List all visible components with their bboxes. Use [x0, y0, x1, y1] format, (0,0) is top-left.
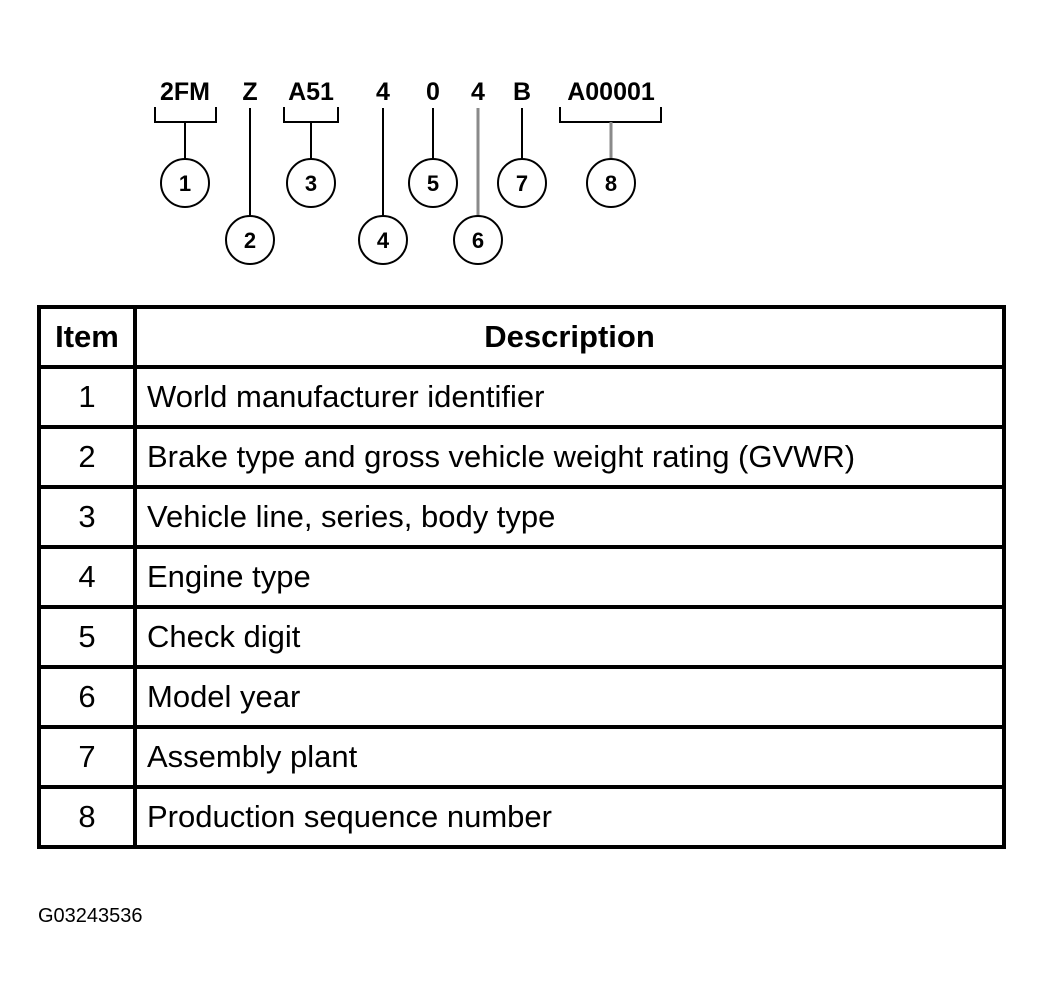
- item-cell: 7: [37, 725, 137, 789]
- item-cell: 4: [37, 545, 137, 609]
- vin-description-table: Item Description 1 World manufacturer id…: [37, 305, 1006, 849]
- callout-8-label: 8: [605, 171, 617, 196]
- callout-7: 7: [497, 158, 547, 208]
- vin-segment-7: B: [513, 78, 531, 106]
- table-row: 7 Assembly plant: [37, 725, 1006, 789]
- callout-6-label: 6: [472, 228, 484, 253]
- description-cell: World manufacturer identifier: [133, 365, 1006, 429]
- description-column-header: Description: [133, 305, 1006, 369]
- item-cell: 1: [37, 365, 137, 429]
- bracket-3: [283, 107, 339, 123]
- description-cell: Production sequence number: [133, 785, 1006, 849]
- callout-1-label: 1: [179, 171, 191, 196]
- callout-8: 8: [586, 158, 636, 208]
- callout-4-label: 4: [377, 228, 390, 253]
- table-row: 5 Check digit: [37, 605, 1006, 669]
- figure-id: G03243536: [38, 905, 143, 927]
- table-row: 8 Production sequence number: [37, 785, 1006, 849]
- vin-segment-8: A00001: [567, 78, 655, 106]
- callout-2: 2: [225, 215, 275, 265]
- vin-segment-2: Z: [242, 78, 257, 106]
- item-column-header: Item: [37, 305, 137, 369]
- item-cell: 2: [37, 425, 137, 489]
- callout-5-label: 5: [427, 171, 439, 196]
- vin-segment-1: 2FM: [160, 78, 210, 106]
- table-header-row: Item Description: [37, 305, 1006, 369]
- item-cell: 3: [37, 485, 137, 549]
- description-cell: Assembly plant: [133, 725, 1006, 789]
- description-cell: Vehicle line, series, body type: [133, 485, 1006, 549]
- description-cell: Model year: [133, 665, 1006, 729]
- item-cell: 6: [37, 665, 137, 729]
- callout-3: 3: [286, 158, 336, 208]
- table-row: 6 Model year: [37, 665, 1006, 729]
- bracket-8: [559, 107, 662, 123]
- bracket-1: [154, 107, 217, 123]
- callout-2-label: 2: [244, 228, 256, 253]
- description-cell: Brake type and gross vehicle weight rati…: [133, 425, 1006, 489]
- vin-segment-5: 0: [426, 78, 440, 106]
- table-row: 3 Vehicle line, series, body type: [37, 485, 1006, 549]
- callout-1: 1: [160, 158, 210, 208]
- callout-6: 6: [453, 215, 503, 265]
- vin-segment-4: 4: [376, 78, 390, 106]
- vin-segment-3: A51: [288, 78, 334, 106]
- vin-segment-6: 4: [471, 78, 485, 106]
- callout-3-label: 3: [305, 171, 317, 196]
- callout-5: 5: [408, 158, 458, 208]
- vin-diagram: 2FM Z A51 4 0 4 B A00001 1 3 5 7 8 2: [154, 78, 662, 265]
- description-cell: Engine type: [133, 545, 1006, 609]
- description-cell: Check digit: [133, 605, 1006, 669]
- callout-4: 4: [358, 215, 408, 265]
- table-row: 1 World manufacturer identifier: [37, 365, 1006, 429]
- table-row: 2 Brake type and gross vehicle weight ra…: [37, 425, 1006, 489]
- item-cell: 8: [37, 785, 137, 849]
- table-row: 4 Engine type: [37, 545, 1006, 609]
- callout-7-label: 7: [516, 171, 528, 196]
- item-cell: 5: [37, 605, 137, 669]
